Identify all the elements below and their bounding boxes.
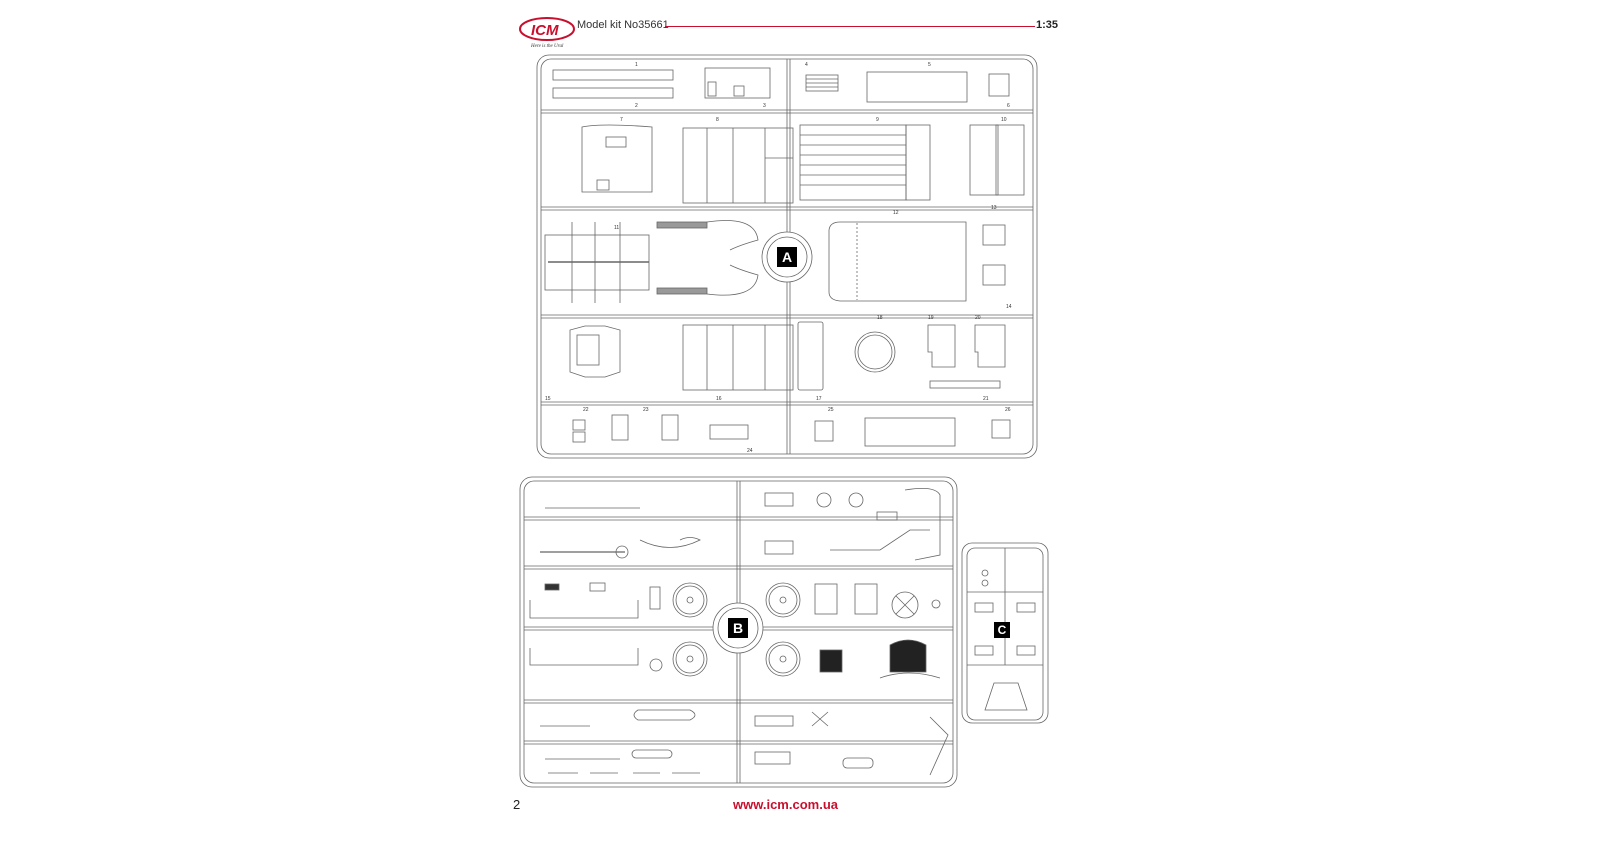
icm-logo: ICM Here is the Ural [517, 14, 577, 50]
svg-text:16: 16 [716, 396, 722, 402]
sprue-c-frame [961, 542, 1049, 724]
svg-text:6: 6 [1007, 103, 1010, 109]
scale-label: 1:35 [1036, 19, 1059, 31]
svg-text:3: 3 [763, 103, 766, 109]
svg-text:19: 19 [928, 315, 934, 321]
sprue-b-parts [529, 487, 949, 776]
svg-text:1: 1 [635, 62, 638, 68]
svg-text:21: 21 [983, 396, 989, 402]
website-link[interactable]: www.icm.com.ua [733, 797, 838, 812]
sprue-a-label: A [777, 247, 797, 267]
svg-text:9: 9 [876, 117, 879, 123]
svg-text:17: 17 [816, 396, 822, 402]
svg-text:ICM: ICM [531, 22, 559, 39]
svg-text:25: 25 [828, 407, 834, 413]
svg-text:11: 11 [614, 225, 619, 231]
sprue-b-label: B [728, 618, 748, 638]
svg-text:22: 22 [583, 407, 589, 413]
svg-text:14: 14 [1006, 304, 1012, 310]
svg-text:26: 26 [1005, 407, 1011, 413]
kit-title: Model kit No35661 [577, 19, 669, 31]
icm-logo-icon: ICM Here is the Ural [519, 17, 575, 49]
sprue-a-parts [544, 67, 1025, 447]
svg-text:10: 10 [1001, 117, 1007, 123]
header-divider [665, 26, 1035, 27]
svg-text:5: 5 [928, 62, 931, 68]
svg-text:23: 23 [643, 407, 649, 413]
sprue-a-frame [536, 54, 1038, 459]
svg-text:15: 15 [545, 396, 551, 402]
sprue-c-label: C [994, 622, 1010, 638]
svg-text:24: 24 [747, 448, 753, 454]
svg-text:8: 8 [716, 117, 719, 123]
svg-text:12: 12 [893, 210, 899, 216]
svg-text:7: 7 [620, 117, 623, 123]
page-number: 2 [513, 797, 521, 812]
svg-text:13: 13 [991, 205, 997, 211]
svg-text:20: 20 [975, 315, 981, 321]
svg-text:18: 18 [877, 315, 883, 321]
svg-text:Here is the Ural: Here is the Ural [530, 44, 564, 49]
svg-text:2: 2 [635, 103, 638, 109]
svg-text:4: 4 [805, 62, 808, 68]
part-number-labels: 1 2 3 4 5 6 7 8 9 10 11 12 13 14 15 16 1… [545, 62, 1012, 629]
